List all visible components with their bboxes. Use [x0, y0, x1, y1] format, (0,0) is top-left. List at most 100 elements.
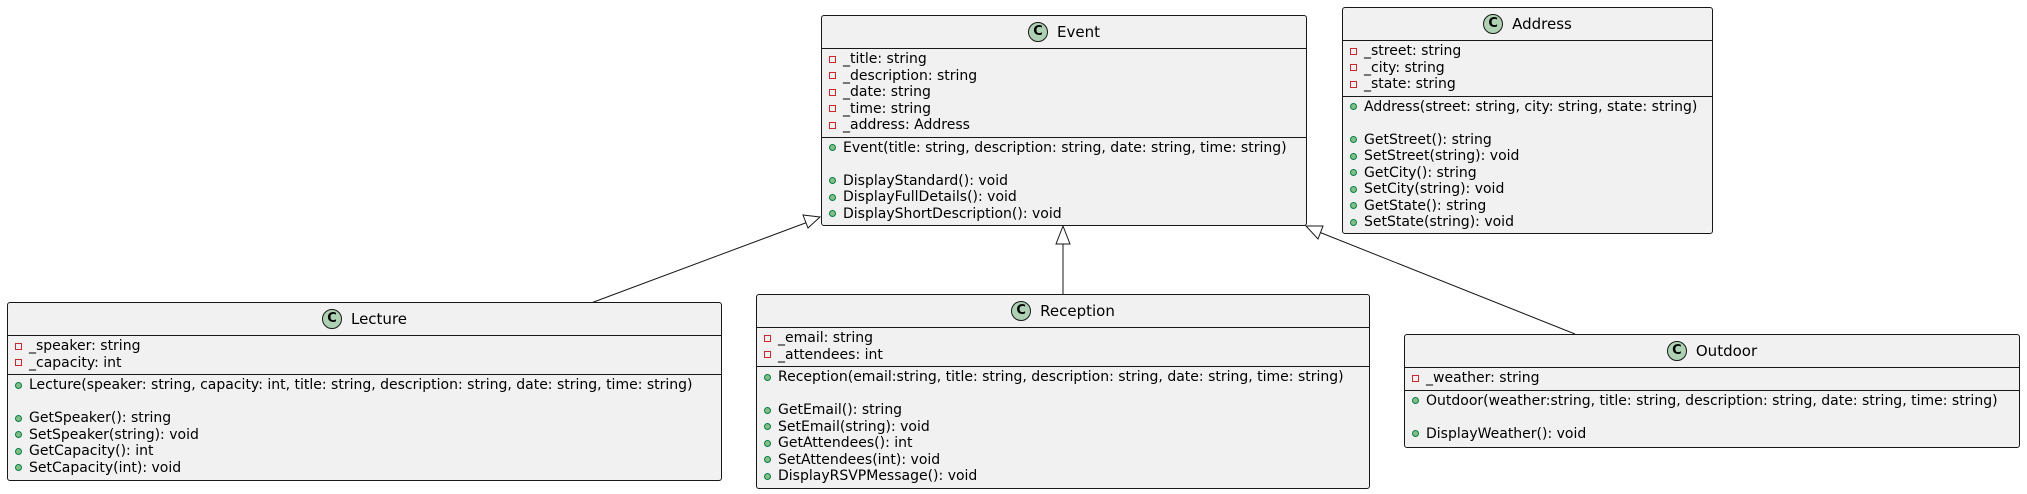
field-row: _speaker: string	[8, 338, 721, 355]
public-visibility-icon	[1412, 397, 1419, 405]
method-text: DisplayStandard(): void	[843, 172, 1009, 189]
class-fields: _speaker: string _capacity: int	[8, 336, 721, 375]
class-fields: _weather: string	[1405, 368, 2019, 391]
inheritance-arrowhead	[1055, 224, 1071, 245]
field-row: _description: string	[822, 68, 1306, 85]
private-visibility-icon	[1350, 80, 1357, 88]
public-visibility-icon	[764, 456, 771, 464]
method-row: DisplayShortDescription(): void	[822, 206, 1306, 223]
private-visibility-icon	[1350, 47, 1357, 55]
method-row: SetSpeaker(string): void	[8, 427, 721, 444]
public-visibility-icon	[764, 423, 771, 431]
field-row: _weather: string	[1405, 370, 2019, 387]
method-text: GetState(): string	[1364, 197, 1487, 214]
class-event[interactable]: C Event _title: string _description: str…	[821, 15, 1307, 226]
field-text: _description: string	[843, 67, 978, 84]
method-row: GetStreet(): string	[1343, 132, 1712, 149]
field-text: _street: string	[1364, 43, 1462, 59]
public-visibility-icon	[15, 464, 22, 472]
method-row: GetCity(): string	[1343, 165, 1712, 182]
field-text: _attendees: int	[778, 346, 883, 363]
private-visibility-icon	[829, 121, 836, 129]
class-methods: Address(street: string, city: string, st…	[1343, 97, 1712, 234]
method-text: SetSpeaker(string): void	[29, 426, 199, 443]
private-visibility-icon	[829, 72, 836, 80]
inheritance-arrowhead	[802, 214, 822, 229]
class-methods: Lecture(speaker: string, capacity: int, …	[8, 375, 721, 479]
class-header: C Lecture	[8, 303, 721, 336]
method-row: SetStreet(string): void	[1343, 148, 1712, 165]
class-methods: Event(title: string, description: string…	[822, 138, 1306, 226]
class-stereotype-icon: C	[1666, 341, 1687, 361]
method-text: DisplayFullDetails(): void	[843, 189, 1017, 205]
field-row: _capacity: int	[8, 355, 721, 372]
private-visibility-icon	[829, 55, 836, 63]
edge-reception-event	[1055, 224, 1071, 294]
method-text: SetCity(string): void	[1364, 181, 1505, 197]
method-row: GetState(): string	[1343, 198, 1712, 215]
field-row: _date: string	[822, 84, 1306, 101]
method-text: Lecture(speaker: string, capacity: int, …	[29, 377, 693, 393]
public-visibility-icon	[15, 431, 22, 439]
field-row: _time: string	[822, 101, 1306, 118]
field-row: _address: Address	[822, 117, 1306, 134]
field-row: _title: string	[822, 51, 1306, 68]
class-header: C Event	[822, 16, 1306, 49]
method-row: SetAttendees(int): void	[757, 452, 1369, 469]
public-visibility-icon	[1350, 152, 1357, 160]
class-name: Reception	[1040, 302, 1115, 320]
class-fields: _title: string _description: string _dat…	[822, 49, 1306, 138]
method-text: GetCapacity(): int	[29, 443, 154, 459]
public-visibility-icon	[764, 406, 771, 414]
method-row: SetCapacity(int): void	[8, 460, 721, 477]
class-fields: _street: string _city: string _state: st…	[1343, 41, 1712, 97]
class-header: C Address	[1343, 8, 1712, 41]
field-text: _email: string	[778, 330, 873, 346]
public-visibility-icon	[829, 177, 836, 185]
method-row: SetEmail(string): void	[757, 419, 1369, 436]
private-visibility-icon	[15, 342, 22, 350]
method-text: SetStreet(string): void	[1364, 148, 1520, 164]
class-reception[interactable]: C Reception _email: string _attendees: i…	[756, 294, 1370, 489]
method-text: GetStreet(): string	[1364, 131, 1492, 148]
class-stereotype-icon: C	[321, 309, 342, 329]
method-text: SetCapacity(int): void	[29, 459, 182, 476]
public-visibility-icon	[15, 381, 22, 389]
class-name: Event	[1057, 23, 1100, 41]
method-text: SetState(string): void	[1364, 214, 1514, 230]
field-text: _capacity: int	[29, 354, 122, 371]
method-text: SetAttendees(int): void	[778, 451, 941, 468]
class-stereotype-icon: C	[1483, 14, 1504, 34]
class-lecture[interactable]: C Lecture _speaker: string _capacity: in…	[7, 302, 722, 481]
field-row: _attendees: int	[757, 347, 1369, 364]
field-row: _street: string	[1343, 43, 1712, 60]
public-visibility-icon	[764, 439, 771, 447]
field-text: _time: string	[843, 100, 931, 117]
class-outdoor[interactable]: C Outdoor _weather: string Outdoor(weath…	[1404, 334, 2020, 448]
method-text: GetCity(): string	[1364, 164, 1477, 181]
field-text: _weather: string	[1426, 370, 1540, 386]
method-text: Outdoor(weather:string, title: string, d…	[1426, 392, 1998, 409]
method-row: GetAttendees(): int	[757, 435, 1369, 452]
class-methods: Outdoor(weather:string, title: string, d…	[1405, 391, 2019, 446]
method-text: DisplayWeather(): void	[1426, 425, 1587, 442]
class-header: C Outdoor	[1405, 335, 2019, 368]
class-fields: _email: string _attendees: int	[757, 328, 1369, 367]
method-row: DisplayRSVPMessage(): void	[757, 468, 1369, 485]
private-visibility-icon	[829, 105, 836, 113]
public-visibility-icon	[1350, 169, 1357, 177]
class-header: C Reception	[757, 295, 1369, 328]
private-visibility-icon	[1412, 374, 1419, 382]
method-text: DisplayRSVPMessage(): void	[778, 468, 978, 484]
public-visibility-icon	[15, 414, 22, 422]
field-text: _title: string	[843, 51, 927, 67]
edge-lecture-event	[590, 214, 822, 304]
class-address[interactable]: C Address _street: string _city: string …	[1342, 7, 1713, 234]
method-row: Outdoor(weather:string, title: string, d…	[1405, 393, 2019, 410]
public-visibility-icon	[1412, 430, 1419, 438]
public-visibility-icon	[1350, 185, 1357, 193]
private-visibility-icon	[829, 88, 836, 96]
public-visibility-icon	[764, 472, 771, 480]
private-visibility-icon	[1350, 64, 1357, 72]
